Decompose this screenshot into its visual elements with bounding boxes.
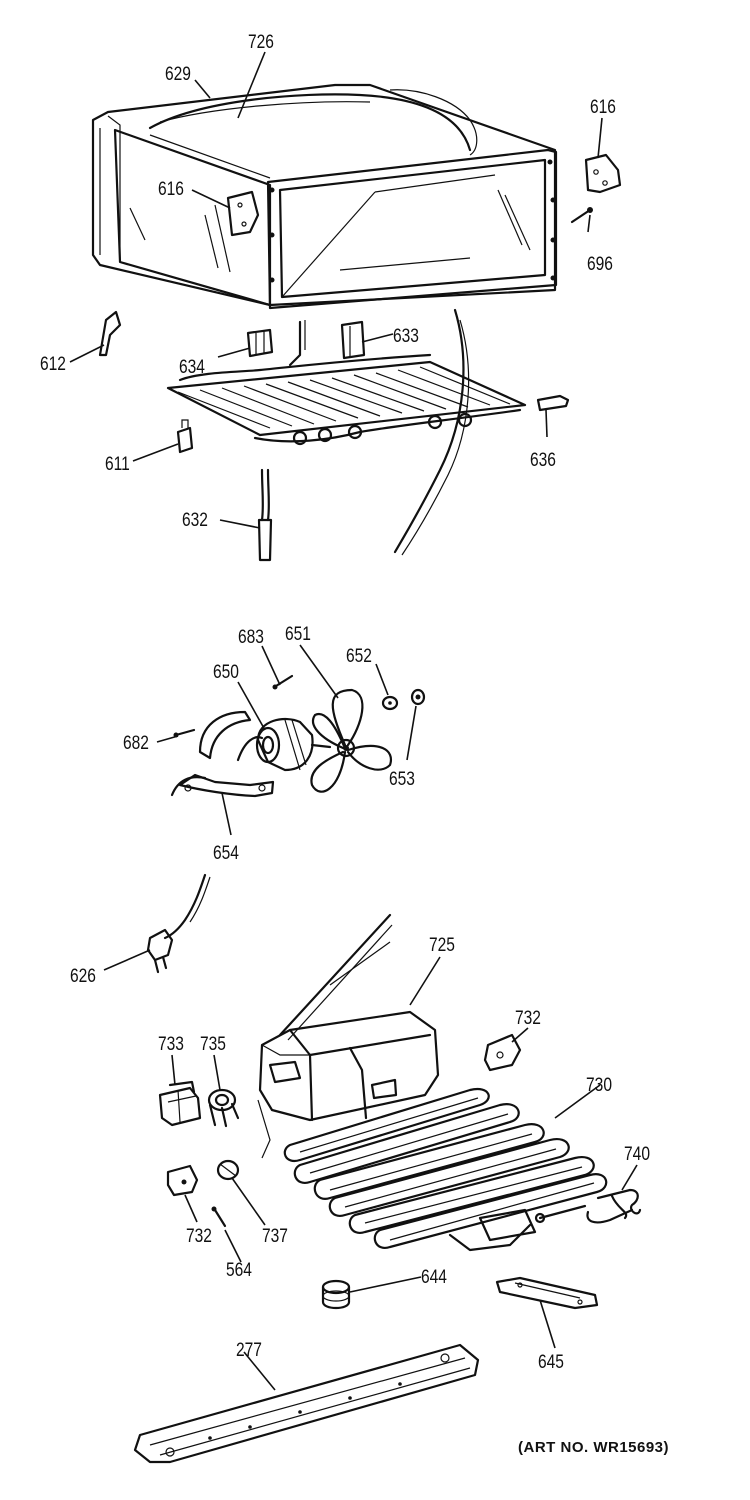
callout-732-right: 732 bbox=[515, 1007, 541, 1029]
sensor-632 bbox=[257, 468, 273, 562]
callout-737: 737 bbox=[262, 1225, 288, 1247]
callout-626: 626 bbox=[70, 965, 96, 987]
screw-683 bbox=[272, 674, 294, 690]
callout-733: 733 bbox=[158, 1033, 184, 1055]
evaporator-housing-726 bbox=[91, 83, 558, 310]
clip-732-left bbox=[166, 1164, 199, 1197]
callout-564: 564 bbox=[226, 1259, 252, 1281]
cap-737 bbox=[216, 1159, 240, 1181]
callout-616-left: 616 bbox=[158, 178, 184, 200]
callout-616-right: 616 bbox=[590, 96, 616, 118]
clip-636 bbox=[536, 394, 570, 412]
callout-732-left: 732 bbox=[186, 1225, 212, 1247]
callout-650: 650 bbox=[213, 661, 239, 683]
screw-564 bbox=[211, 1206, 227, 1228]
screw-696 bbox=[570, 207, 593, 224]
fan-blade-651 bbox=[310, 688, 393, 793]
washer-652 bbox=[381, 695, 399, 711]
callout-636: 636 bbox=[530, 449, 556, 471]
callout-611: 611 bbox=[105, 453, 130, 475]
art-number: (ART NO. WR15693) bbox=[518, 1439, 669, 1456]
evaporator-coil-shelf bbox=[166, 308, 527, 556]
callout-612: 612 bbox=[40, 353, 66, 375]
clip-633 bbox=[340, 320, 366, 360]
clip-740 bbox=[586, 1188, 642, 1224]
callout-653: 653 bbox=[389, 768, 415, 790]
callout-654: 654 bbox=[213, 842, 239, 864]
clip-732-right bbox=[483, 1033, 522, 1072]
callout-696: 696 bbox=[587, 253, 613, 275]
plug-626 bbox=[146, 873, 211, 974]
callout-652: 652 bbox=[346, 645, 372, 667]
hinge-bracket-616-left bbox=[226, 190, 260, 237]
clip-612 bbox=[98, 310, 122, 357]
callout-644: 644 bbox=[421, 1266, 447, 1288]
callout-683: 683 bbox=[238, 626, 264, 648]
drain-tube-to-heater bbox=[278, 913, 393, 1041]
nut-653 bbox=[410, 688, 426, 706]
callout-645: 645 bbox=[538, 1351, 564, 1373]
callout-735: 735 bbox=[200, 1033, 226, 1055]
defrost-heater-725 bbox=[257, 1010, 440, 1159]
channel-277 bbox=[133, 1343, 480, 1464]
callout-725: 725 bbox=[429, 934, 455, 956]
fan-motor-650 bbox=[255, 718, 332, 772]
callout-651: 651 bbox=[285, 623, 311, 645]
leader-lines bbox=[69, 51, 638, 1391]
motor-bracket-654 bbox=[170, 710, 275, 798]
callout-730: 730 bbox=[586, 1074, 612, 1096]
hinge-bracket-616-right bbox=[584, 153, 622, 194]
callout-277: 277 bbox=[236, 1339, 262, 1361]
callout-632: 632 bbox=[182, 509, 208, 531]
terminal-block-733 bbox=[158, 1080, 202, 1127]
callout-740: 740 bbox=[624, 1143, 650, 1165]
callout-629: 629 bbox=[165, 63, 191, 85]
callout-634: 634 bbox=[179, 356, 205, 378]
callout-633: 633 bbox=[393, 325, 419, 347]
clip-634 bbox=[246, 328, 274, 358]
defrost-thermostat-735 bbox=[207, 1088, 240, 1128]
bracket-645 bbox=[495, 1276, 599, 1310]
callout-726: 726 bbox=[248, 31, 274, 53]
grommet-644 bbox=[321, 1279, 351, 1310]
heater-coil-730 bbox=[283, 1087, 608, 1252]
callout-682: 682 bbox=[123, 732, 149, 754]
connector-611 bbox=[176, 419, 194, 454]
